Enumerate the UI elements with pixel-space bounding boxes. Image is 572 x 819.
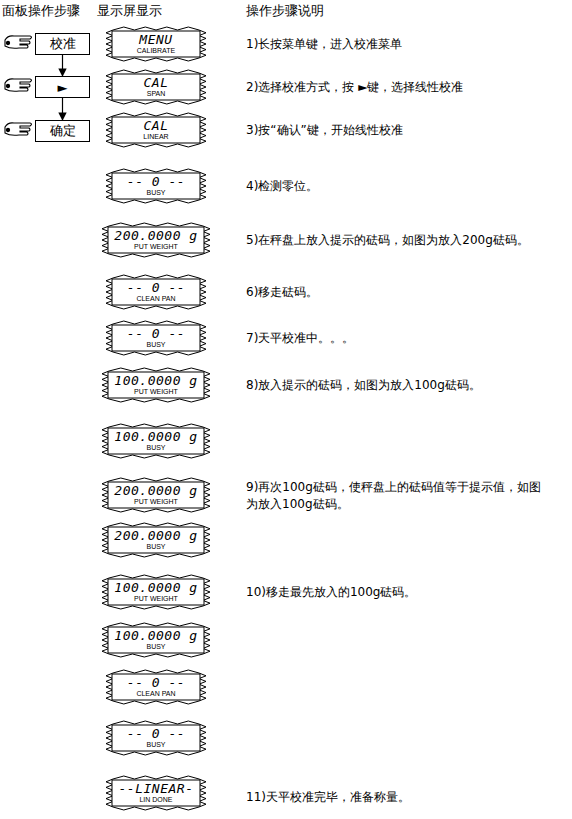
display-reading: 200.0000 g bbox=[114, 484, 197, 498]
flow-arrow bbox=[62, 55, 63, 76]
display-reading: 100.0000 g bbox=[114, 581, 197, 595]
step-description: 5)在秤盘上放入提示的砝码，如图为放入200g砝码。 bbox=[246, 232, 529, 249]
display-reading: -- 0 -- bbox=[127, 175, 185, 189]
lcd-display: MENUCALIBRATE bbox=[106, 26, 206, 62]
lcd-display: 200.0000 gBUSY bbox=[102, 522, 210, 558]
display-status: PUT WEIGHT bbox=[134, 595, 178, 603]
step-description: 1)长按菜单键，进入校准菜单 bbox=[246, 36, 402, 53]
step-description: 3)按“确认”键，开始线性校准 bbox=[246, 122, 403, 139]
lcd-display: 200.0000 gPUT WEIGHT bbox=[102, 222, 210, 258]
display-reading: 100.0000 g bbox=[114, 374, 197, 388]
display-reading: -- 0 -- bbox=[127, 281, 185, 295]
display-status: LIN DONE bbox=[139, 796, 172, 804]
display-reading: CAL bbox=[144, 119, 169, 133]
panel-button: 确定 bbox=[35, 120, 90, 142]
button-label: ► bbox=[58, 80, 68, 95]
display-status: BUSY bbox=[146, 741, 165, 749]
display-status: SPAN bbox=[147, 90, 166, 98]
lcd-display: -- 0 --CLEAN PAN bbox=[106, 274, 206, 310]
step-description: 4)检测零位。 bbox=[246, 178, 318, 195]
display-status: PUT WEIGHT bbox=[134, 388, 178, 396]
step-description: 2)选择校准方式，按 ►键，选择线性校准 bbox=[246, 79, 463, 96]
display-reading: CAL bbox=[144, 76, 169, 90]
lcd-display: 100.0000 gPUT WEIGHT bbox=[102, 574, 210, 610]
lcd-display: CALLINEAR bbox=[106, 112, 206, 148]
button-label: 校准 bbox=[50, 35, 76, 53]
display-status: BUSY bbox=[146, 341, 165, 349]
display-reading: -- 0 -- bbox=[127, 727, 185, 741]
display-reading: 100.0000 g bbox=[114, 430, 197, 444]
column-header: 显示屏显示 bbox=[97, 2, 162, 19]
lcd-display: -- 0 --BUSY bbox=[106, 720, 206, 756]
lcd-display: 100.0000 gPUT WEIGHT bbox=[102, 367, 210, 403]
display-reading: 200.0000 g bbox=[114, 229, 197, 243]
lcd-display: CALSPAN bbox=[106, 69, 206, 105]
step-description: 7)天平校准中。。。 bbox=[246, 330, 354, 347]
flow-arrow bbox=[62, 98, 63, 120]
display-status: BUSY bbox=[146, 643, 165, 651]
step-description: 10)移走最先放入的100g砝码。 bbox=[246, 584, 416, 601]
lcd-display: -- 0 --CLEAN PAN bbox=[106, 669, 206, 705]
lcd-display: -- 0 --BUSY bbox=[106, 320, 206, 356]
hand-icon bbox=[5, 123, 32, 135]
display-status: BUSY bbox=[146, 444, 165, 452]
step-description: 6)移走砝码。 bbox=[246, 284, 318, 301]
column-header: 操作步骤说明 bbox=[246, 2, 324, 19]
display-status: BUSY bbox=[146, 543, 165, 551]
step-description: 9)再次100g砝码，使秤盘上的砝码值等于提示值，如图为放入100g砝码。 bbox=[246, 479, 546, 513]
display-reading: 200.0000 g bbox=[114, 529, 197, 543]
display-status: BUSY bbox=[146, 189, 165, 197]
lcd-display: --LINEAR-LIN DONE bbox=[106, 775, 206, 811]
hand-icon bbox=[5, 36, 32, 48]
display-status: CALIBRATE bbox=[137, 47, 175, 55]
column-header: 面板操作步骤 bbox=[2, 2, 80, 19]
lcd-display: 100.0000 gBUSY bbox=[102, 423, 210, 459]
display-reading: -- 0 -- bbox=[127, 327, 185, 341]
display-reading: 100.0000 g bbox=[114, 629, 197, 643]
lcd-display: 100.0000 gBUSY bbox=[102, 622, 210, 658]
display-reading: --LINEAR- bbox=[119, 782, 194, 796]
display-status: PUT WEIGHT bbox=[134, 498, 178, 506]
panel-button: 校准 bbox=[35, 33, 90, 55]
display-status: CLEAN PAN bbox=[136, 690, 175, 698]
panel-button: ► bbox=[35, 76, 90, 98]
hand-icon bbox=[5, 79, 32, 91]
display-reading: -- 0 -- bbox=[127, 676, 185, 690]
lcd-display: 200.0000 gPUT WEIGHT bbox=[102, 477, 210, 513]
step-description: 11)天平校准完毕，准备称量。 bbox=[246, 789, 410, 806]
lcd-display: -- 0 --BUSY bbox=[106, 168, 206, 204]
step-description: 8)放入提示的砝码，如图为放入100g砝码。 bbox=[246, 377, 481, 394]
display-status: LINEAR bbox=[143, 133, 168, 141]
display-reading: MENU bbox=[139, 33, 172, 47]
display-status: PUT WEIGHT bbox=[134, 243, 178, 251]
button-label: 确定 bbox=[50, 122, 76, 140]
display-status: CLEAN PAN bbox=[136, 295, 175, 303]
